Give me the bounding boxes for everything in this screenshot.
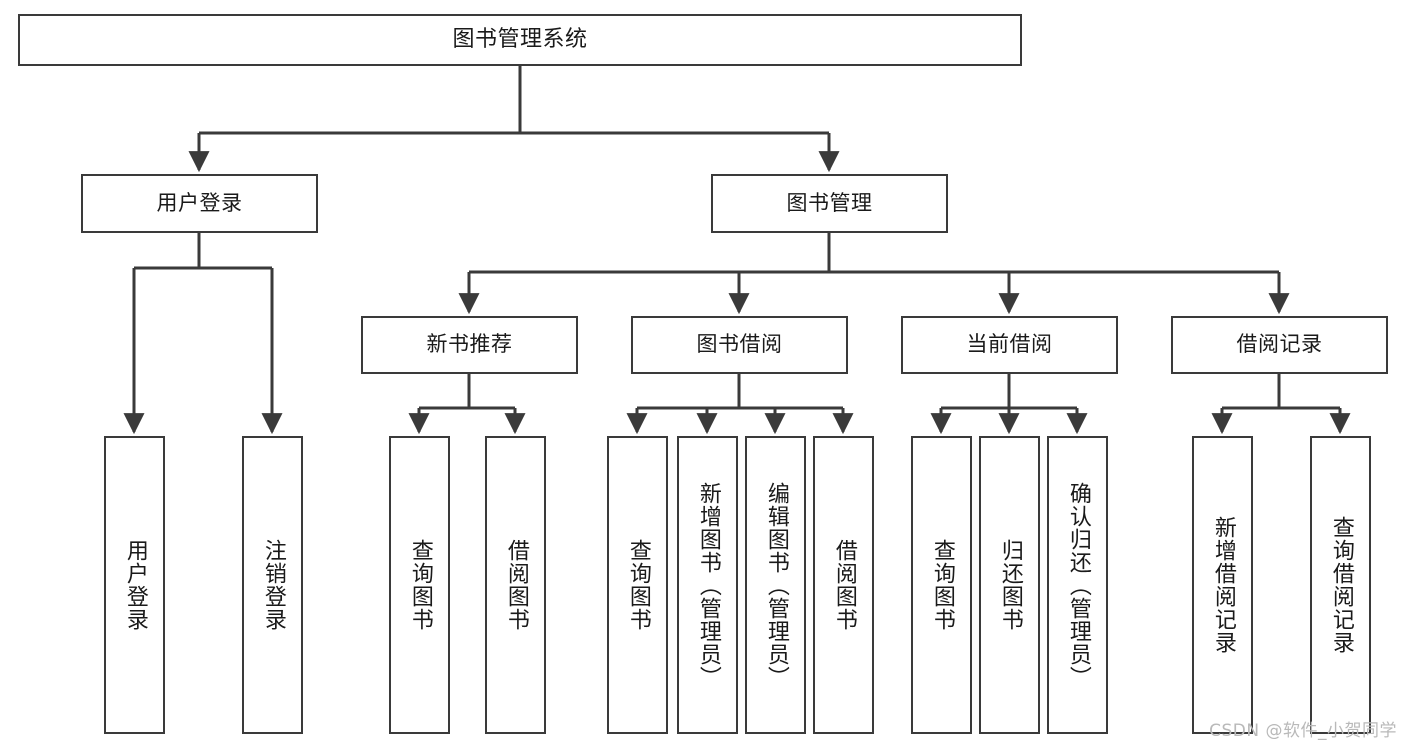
leaf-user-login[interactable]: 用户登录 [104,436,165,734]
watermark: CSDN @软件_小贺同学 [1209,721,1397,741]
node-new-book-recommend[interactable]: 新书推荐 [361,316,578,374]
node-borrow-record[interactable]: 借阅记录 [1171,316,1388,374]
leaf-recommend-query-book[interactable]: 查询图书 [389,436,450,734]
node-label: 借阅图书 [831,539,857,631]
node-label: 查询借阅记录 [1328,516,1354,654]
node-label: 新增图书（管理员） [695,481,721,689]
leaf-borrow-borrow-book[interactable]: 借阅图书 [813,436,874,734]
node-label: 借阅图书 [503,539,529,631]
node-label: 归还图书 [997,539,1023,631]
node-label: 图书管理系统 [452,26,588,52]
node-label: 借阅记录 [1236,332,1323,357]
leaf-borrow-add-book-admin[interactable]: 新增图书（管理员） [677,436,738,734]
leaf-record-query-borrow-record[interactable]: 查询借阅记录 [1310,436,1371,734]
node-label: 图书借阅 [696,332,783,357]
node-label: 图书管理 [786,190,873,215]
leaf-borrow-query-book[interactable]: 查询图书 [607,436,668,734]
leaf-current-confirm-return-admin[interactable]: 确认归还（管理员） [1047,436,1108,734]
node-user-login[interactable]: 用户登录 [81,174,318,233]
leaf-current-query-book[interactable]: 查询图书 [911,436,972,734]
node-label: 用户登录 [156,190,243,215]
leaf-current-return-book[interactable]: 归还图书 [979,436,1040,734]
node-label: 新增借阅记录 [1210,516,1236,654]
leaf-recommend-borrow-book[interactable]: 借阅图书 [485,436,546,734]
leaf-borrow-edit-book-admin[interactable]: 编辑图书（管理员） [745,436,806,734]
node-book-management[interactable]: 图书管理 [711,174,948,233]
node-label: 注销登录 [260,539,286,631]
node-current-borrow[interactable]: 当前借阅 [901,316,1118,374]
node-book-borrow[interactable]: 图书借阅 [631,316,848,374]
leaf-user-logout[interactable]: 注销登录 [242,436,303,734]
node-label: 查询图书 [929,539,955,631]
node-label: 用户登录 [122,539,148,631]
leaf-record-add-borrow-record[interactable]: 新增借阅记录 [1192,436,1253,734]
node-label: 确认归还（管理员） [1065,481,1091,689]
node-label: 查询图书 [407,539,433,631]
node-label: 查询图书 [625,539,651,631]
node-label: 当前借阅 [966,332,1053,357]
node-root-system[interactable]: 图书管理系统 [18,14,1022,66]
node-label: 编辑图书（管理员） [763,481,789,689]
node-label: 新书推荐 [426,332,513,357]
